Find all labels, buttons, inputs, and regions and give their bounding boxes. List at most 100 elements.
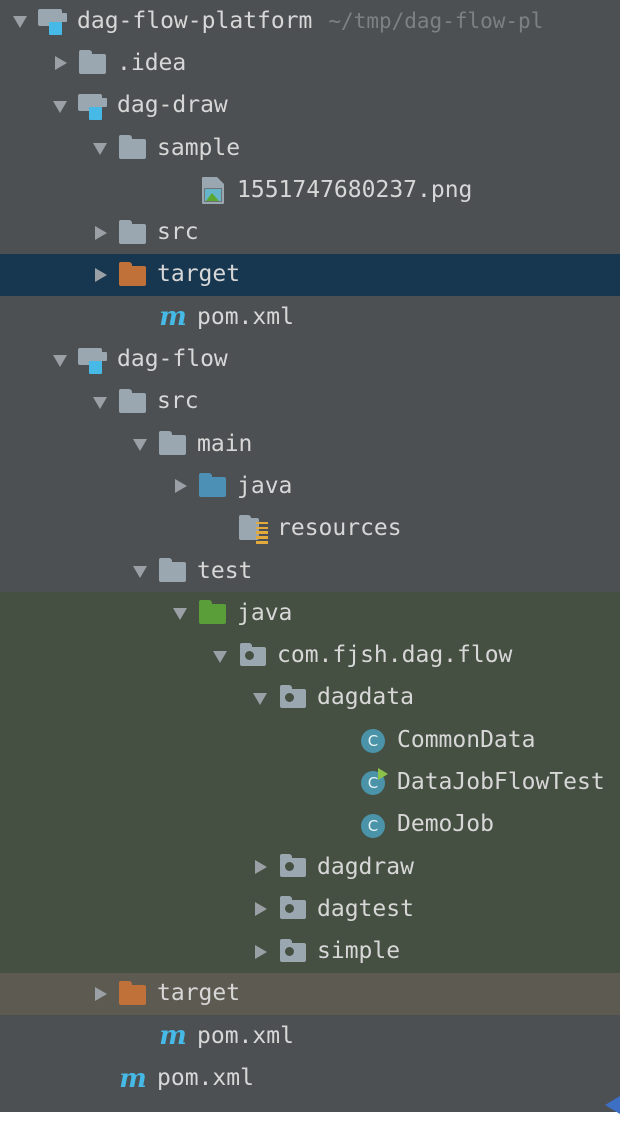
- module-icon: [78, 91, 108, 121]
- tree-spacer: [130, 1025, 152, 1047]
- pointer-arrow-icon: [605, 1096, 620, 1114]
- tree-row-simple[interactable]: simple: [0, 930, 620, 973]
- tree-row-dag-flow-platform[interactable]: dag-flow-platform~/tmp/dag-flow-pl: [0, 0, 620, 42]
- tree-node-label: dag-flow: [117, 346, 228, 373]
- chevron-right-icon[interactable]: [50, 52, 72, 74]
- chevron-down-icon[interactable]: [210, 645, 232, 667]
- tree-spacer: [170, 179, 192, 201]
- tree-spacer: [90, 1068, 112, 1090]
- tree-node-label: resources: [277, 515, 402, 542]
- tree-row-test[interactable]: test: [0, 550, 620, 592]
- folder-icon: [118, 218, 148, 248]
- tree-row-target[interactable]: target: [0, 972, 620, 1016]
- package-icon: [238, 641, 268, 671]
- tree-row-dagtest[interactable]: dagtest: [0, 888, 620, 931]
- tree-row-pom-xml[interactable]: m pom.xml: [0, 1057, 620, 1099]
- tree-node-label: com.fjsh.dag.flow: [277, 642, 513, 669]
- tree-node-label: src: [157, 219, 199, 246]
- tree-node-label: java: [237, 599, 293, 626]
- tree-node-label: main: [197, 430, 253, 457]
- tree-node-label: dagdata: [317, 684, 414, 711]
- chevron-right-icon[interactable]: [170, 475, 192, 497]
- chevron-right-icon[interactable]: [250, 898, 272, 920]
- tree-node-label: pom.xml: [197, 1022, 294, 1049]
- resources-folder-icon: [238, 514, 268, 544]
- package-icon: [278, 852, 308, 882]
- package-icon: [278, 937, 308, 967]
- maven-icon: m: [159, 1021, 187, 1052]
- tree-row-java[interactable]: java: [0, 465, 620, 507]
- chevron-down-icon[interactable]: [130, 560, 152, 582]
- tree-row-dagdraw[interactable]: dagdraw: [0, 845, 620, 889]
- tree-node-label: target: [157, 261, 241, 288]
- tree-node-path: ~/tmp/dag-flow-pl: [328, 8, 544, 33]
- tree-row--idea[interactable]: .idea: [0, 42, 620, 84]
- tree-node-label: DemoJob: [397, 811, 494, 838]
- tree-node-label: dagdraw: [317, 853, 414, 880]
- tree-row-dag-flow[interactable]: dag-flow: [0, 338, 620, 380]
- class-icon: C: [358, 725, 388, 755]
- tree-node-label: java: [237, 472, 293, 499]
- tree-node-label: test: [197, 557, 253, 584]
- tree-row-commondata[interactable]: C CommonData: [0, 719, 620, 762]
- package-icon: [278, 894, 308, 924]
- tree-row-dagdata[interactable]: dagdata: [0, 676, 620, 720]
- tree-spacer: [330, 771, 352, 793]
- tree-row-dag-draw[interactable]: dag-draw: [0, 85, 620, 127]
- project-tree-panel[interactable]: dag-flow-platform~/tmp/dag-flow-pl .idea d…: [0, 0, 620, 1112]
- image-file-icon: [198, 175, 228, 205]
- tree-row-main[interactable]: main: [0, 423, 620, 465]
- chevron-right-icon[interactable]: [250, 941, 272, 963]
- folder-icon: [78, 48, 108, 78]
- tree-row-com-fjsh-dag-flow[interactable]: com.fjsh.dag.flow: [0, 634, 620, 677]
- tree-row-datajobflowtest[interactable]: C DataJobFlowTest: [0, 761, 620, 804]
- module-icon: [38, 6, 68, 36]
- tree-node-label: .idea: [117, 49, 187, 76]
- chevron-right-icon[interactable]: [250, 856, 272, 878]
- chevron-down-icon[interactable]: [90, 137, 112, 159]
- tree-row-sample[interactable]: sample: [0, 127, 620, 169]
- tree-row-src[interactable]: src: [0, 211, 620, 253]
- chevron-down-icon[interactable]: [250, 687, 272, 709]
- folder-blue-icon: [198, 471, 228, 501]
- chevron-right-icon[interactable]: [90, 983, 112, 1005]
- tree-spacer: [330, 814, 352, 836]
- folder-icon: [158, 429, 188, 459]
- folder-icon: [158, 556, 188, 586]
- chevron-right-icon[interactable]: [90, 222, 112, 244]
- maven-icon: m: [159, 302, 187, 333]
- tree-node-label: sample: [157, 134, 241, 161]
- chevron-down-icon[interactable]: [90, 391, 112, 413]
- tree-row-target[interactable]: target: [0, 253, 620, 297]
- tree-row-src[interactable]: src: [0, 381, 620, 423]
- tree-row-resources[interactable]: resources: [0, 508, 620, 550]
- tree-spacer: [330, 729, 352, 751]
- folder-orange-icon: [118, 979, 148, 1009]
- tree-node-label: simple: [317, 938, 401, 965]
- module-icon: [78, 345, 108, 375]
- tree-row-1551747680237-png[interactable]: 1551747680237.png: [0, 169, 620, 211]
- tree-node-label: src: [157, 388, 199, 415]
- chevron-right-icon[interactable]: [90, 264, 112, 286]
- chevron-down-icon[interactable]: [10, 10, 32, 32]
- tree-node-label: dag-draw: [117, 92, 228, 119]
- chevron-down-icon[interactable]: [170, 602, 192, 624]
- chevron-down-icon[interactable]: [50, 349, 72, 371]
- tree-row-pom-xml[interactable]: m pom.xml: [0, 1015, 620, 1057]
- tree-row-java[interactable]: java: [0, 592, 620, 635]
- tree-node-label: DataJobFlowTest: [397, 768, 605, 795]
- class-icon: C: [358, 810, 388, 840]
- chevron-down-icon[interactable]: [130, 433, 152, 455]
- tree-row-demojob[interactable]: C DemoJob: [0, 803, 620, 846]
- maven-icon: m: [119, 1063, 147, 1094]
- package-icon: [278, 683, 308, 713]
- chevron-down-icon[interactable]: [50, 95, 72, 117]
- tree-node-label: CommonData: [397, 726, 536, 753]
- tree-node-label: pom.xml: [197, 303, 294, 330]
- tree-node-label: pom.xml: [157, 1065, 254, 1092]
- tree-spacer: [210, 518, 232, 540]
- tree-row-pom-xml[interactable]: m pom.xml: [0, 296, 620, 338]
- tree-node-label: target: [157, 980, 241, 1007]
- folder-green-icon: [198, 598, 228, 628]
- class-runnable-icon: C: [358, 767, 388, 797]
